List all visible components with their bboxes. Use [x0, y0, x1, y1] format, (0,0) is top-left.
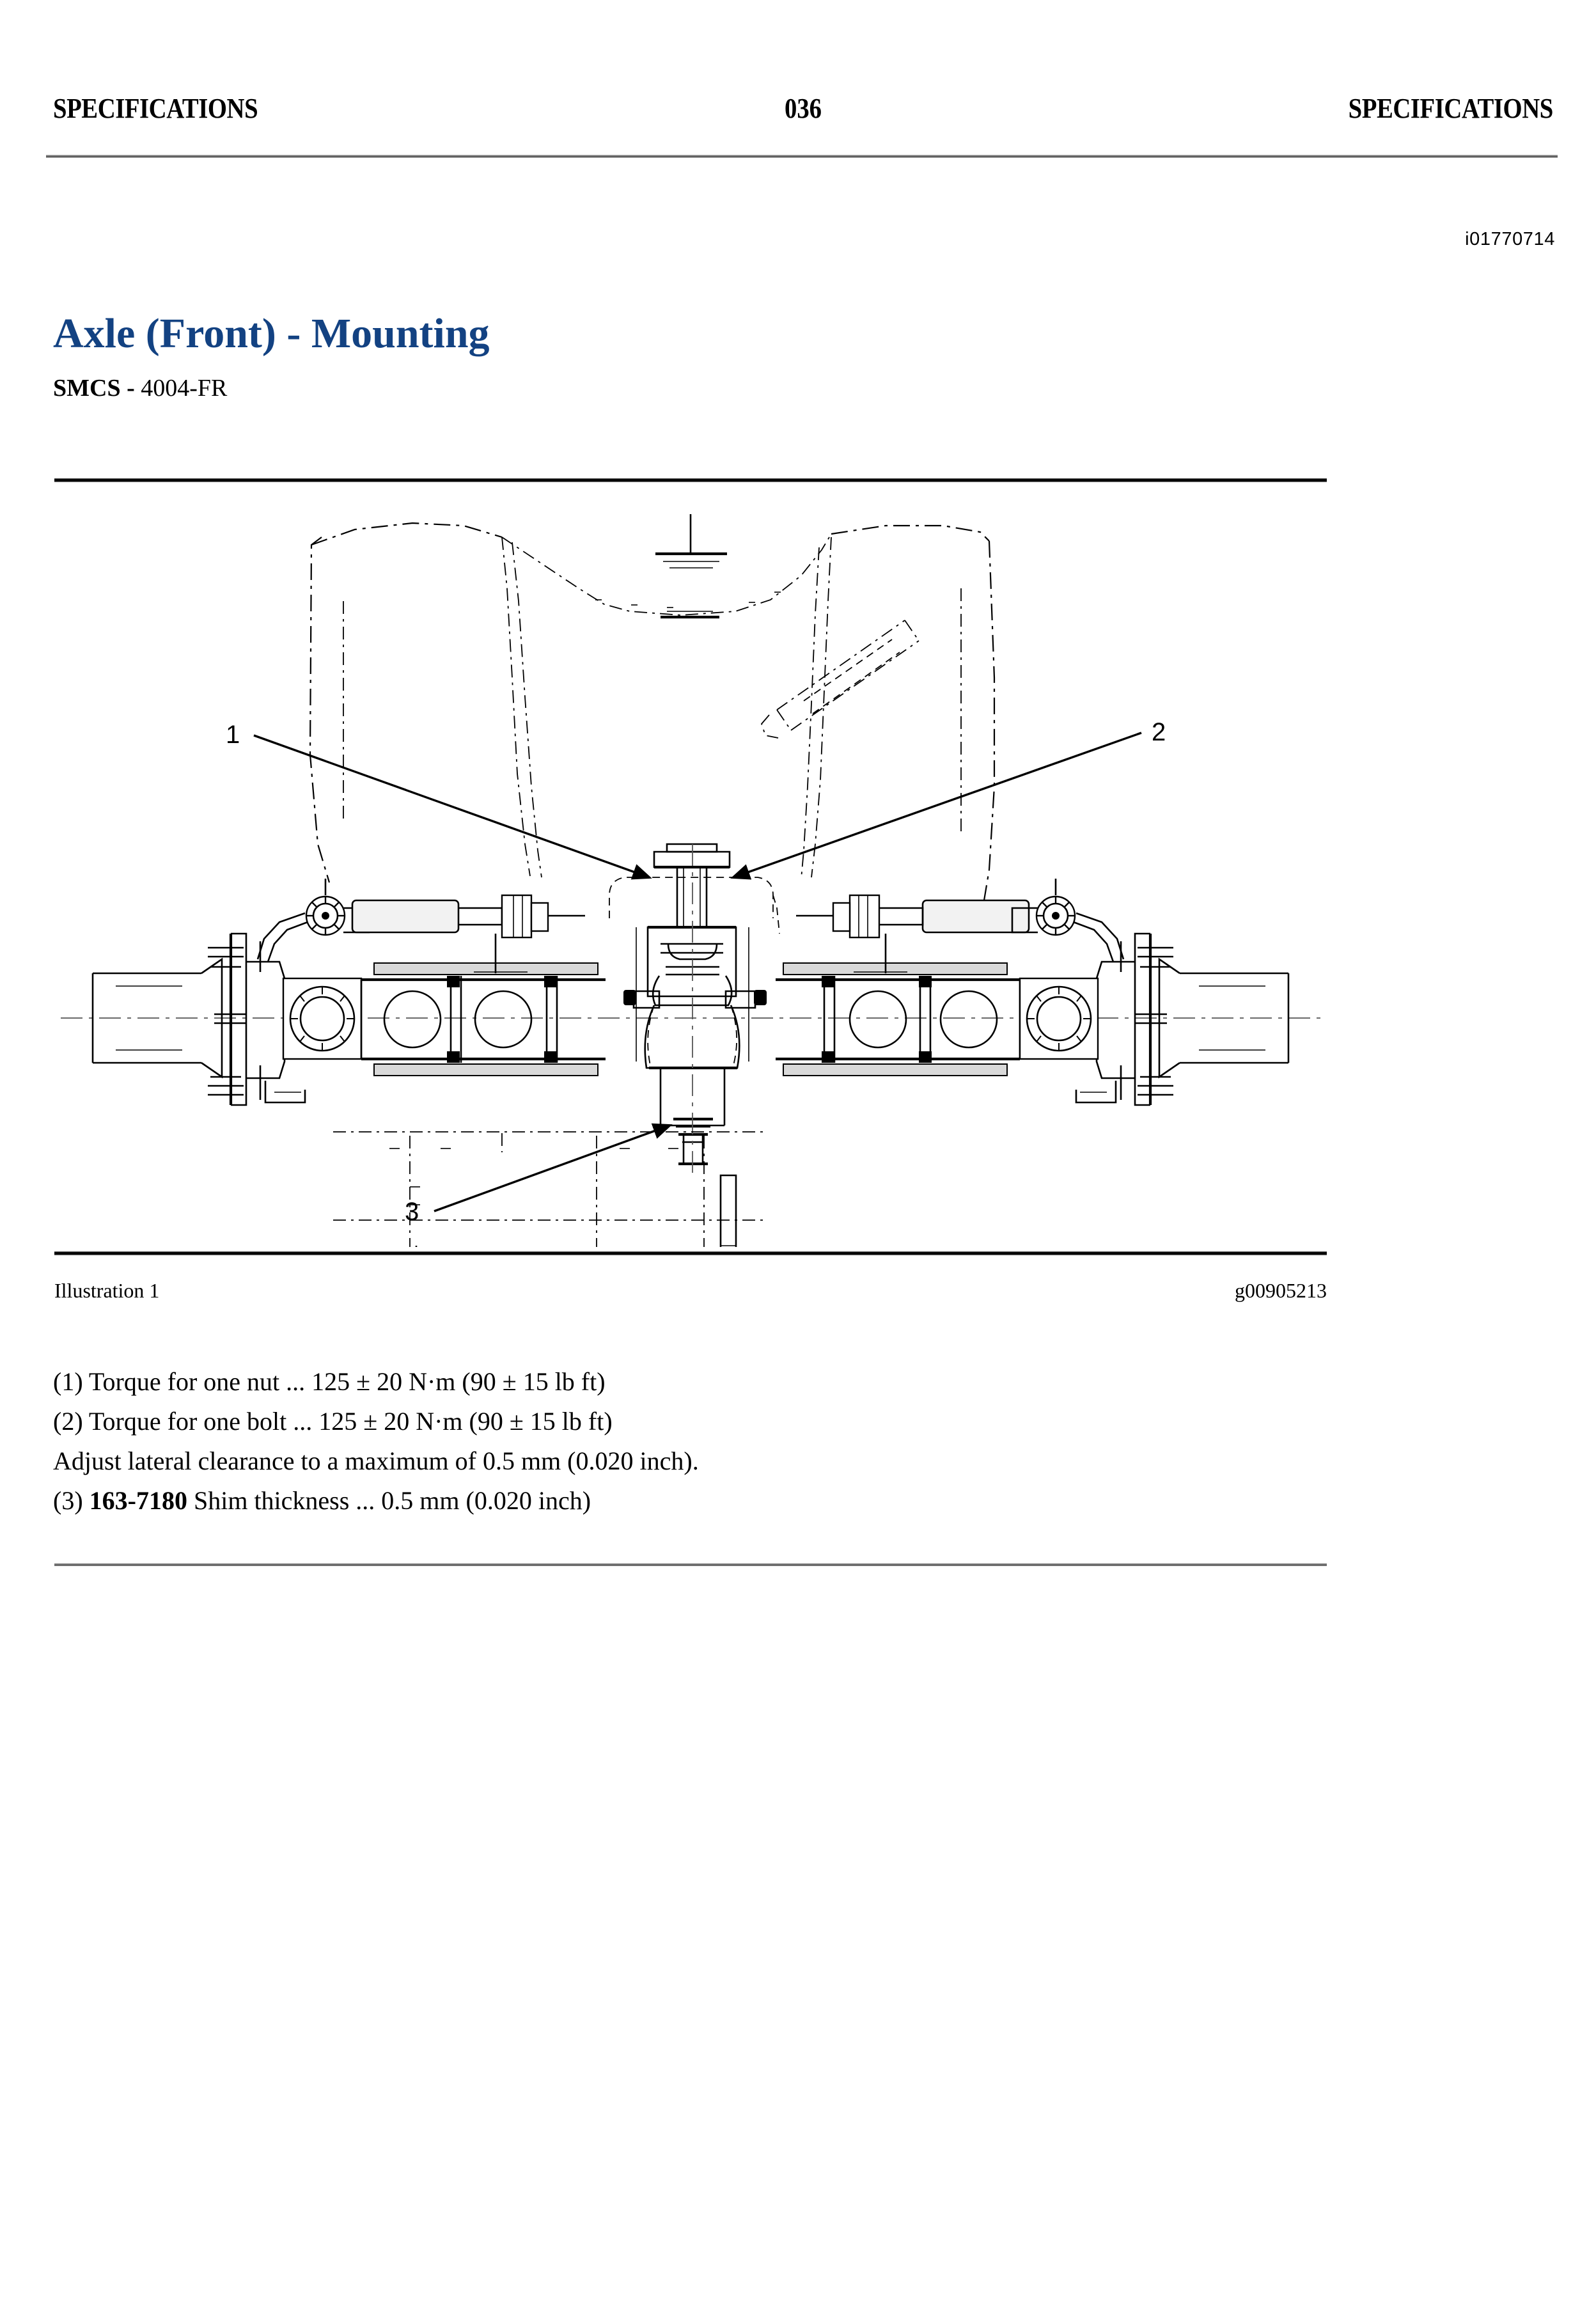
spec-line-1: (1) Torque for one nut ... 125 ± 20 N·m …: [53, 1367, 606, 1396]
left-wheel-hub-assembly: [91, 879, 370, 1106]
header-left-title: SPECIFICATIONS: [53, 93, 258, 124]
page-header: SPECIFICATIONS 036 SPECIFICATIONS: [53, 95, 1553, 139]
spec-line-2: (2) Torque for one bolt ... 125 ± 20 N·m…: [53, 1407, 613, 1436]
part-number: 163-7180: [89, 1486, 187, 1515]
machine-frame-phantom-outline: [309, 514, 996, 909]
figure-bottom-rule: [54, 1251, 1327, 1255]
smcs-label: SMCS -: [53, 375, 135, 402]
callout-2-label: 2: [1152, 718, 1166, 746]
left-axle-housing: [351, 894, 606, 1076]
callout-3: 3: [405, 1123, 673, 1226]
axle-front-mounting-drawing: .sl { fill:none; stroke:#000; stroke-wid…: [61, 514, 1320, 1247]
smcs-code: 4004-FR: [141, 375, 228, 402]
document-id: i01770714: [1465, 229, 1555, 249]
spec-line-3: Adjust lateral clearance to a maximum of…: [53, 1446, 699, 1475]
figure-illustration: .sl { fill:none; stroke:#000; stroke-wid…: [54, 486, 1327, 1247]
callout-1: 1: [226, 721, 652, 880]
callout-3-label: 3: [405, 1198, 419, 1226]
figure-graphic-id: g00905213: [1235, 1279, 1327, 1302]
figure-caption: Illustration 1: [54, 1279, 160, 1302]
spec-line-4-prefix: (3): [53, 1486, 90, 1515]
lower-frame-phantom: [333, 1131, 768, 1247]
specification-list: (1) Torque for one nut ... 125 ± 20 N·m …: [53, 1362, 1332, 1521]
spec-line-4: (3) 163-7180 Shim thickness ... 0.5 mm (…: [53, 1481, 1332, 1521]
header-page-number: 036: [784, 93, 822, 124]
right-axle-housing: [776, 894, 1030, 1076]
callout-1-label: 1: [226, 721, 240, 749]
header-right-title: SPECIFICATIONS: [1348, 93, 1554, 124]
figure-caption-row: Illustration 1 g00905213: [54, 1279, 1327, 1303]
callout-2: 2: [730, 718, 1166, 880]
figure-top-rule: [54, 478, 1327, 482]
spec-line-4-suffix: Shim thickness ... 0.5 mm (0.020 inch): [187, 1486, 591, 1515]
page-title: Axle (Front) - Mounting: [53, 310, 490, 357]
right-wheel-hub-assembly: [1011, 879, 1290, 1106]
center-differential-mount: [609, 843, 780, 1177]
smcs-line: SMCS - 4004-FR: [53, 376, 227, 400]
footer-rule: [54, 1564, 1327, 1566]
header-divider-rule: [46, 155, 1558, 158]
